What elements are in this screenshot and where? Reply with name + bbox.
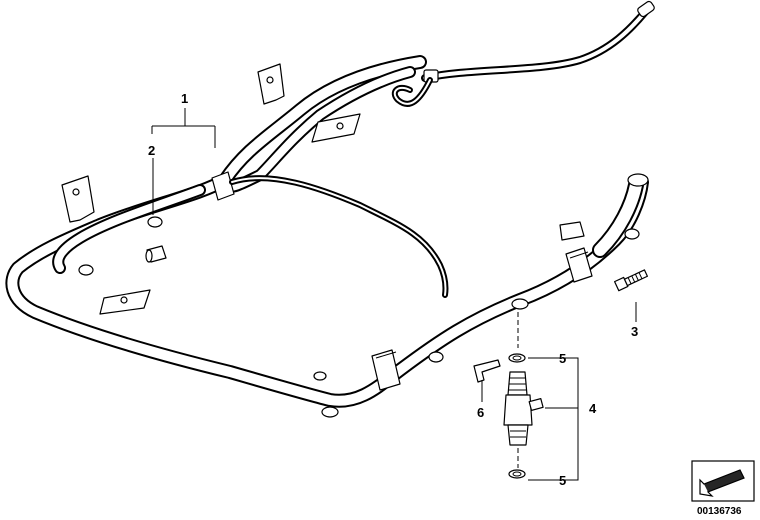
seal-ring-lower (508, 469, 526, 479)
mounting-bracket (61, 175, 95, 223)
arrow-view-icon (691, 460, 755, 502)
rail-clamp (371, 349, 401, 391)
callout-5-lower: 5 (559, 473, 566, 488)
callout-5-upper: 5 (559, 351, 566, 366)
leader-lines (151, 108, 637, 481)
rail-clamp (565, 247, 593, 283)
crossover-pipe (229, 175, 449, 298)
injector-socket (78, 216, 640, 418)
seal-ring-upper (508, 353, 526, 363)
fuel-feed-line (391, 0, 655, 107)
callout-3: 3 (631, 324, 638, 339)
plug-part (145, 245, 167, 263)
rail-clamp (211, 171, 235, 201)
mounting-bracket (311, 113, 361, 143)
callout-2: 2 (148, 143, 155, 158)
callout-1: 1 (181, 91, 188, 106)
fuel-rail-assembly (5, 55, 649, 418)
mounting-bracket (99, 289, 151, 315)
callout-6: 6 (477, 405, 484, 420)
injector-part (503, 312, 544, 479)
bolt-part (613, 269, 648, 292)
mounting-bracket (559, 221, 585, 241)
rail-end-cap (627, 173, 649, 187)
reference-number: 00136736 (697, 506, 742, 517)
mounting-bracket (257, 63, 285, 105)
callout-4: 4 (589, 401, 597, 416)
retaining-clip-part (473, 359, 501, 383)
feed-line-end (637, 0, 655, 18)
